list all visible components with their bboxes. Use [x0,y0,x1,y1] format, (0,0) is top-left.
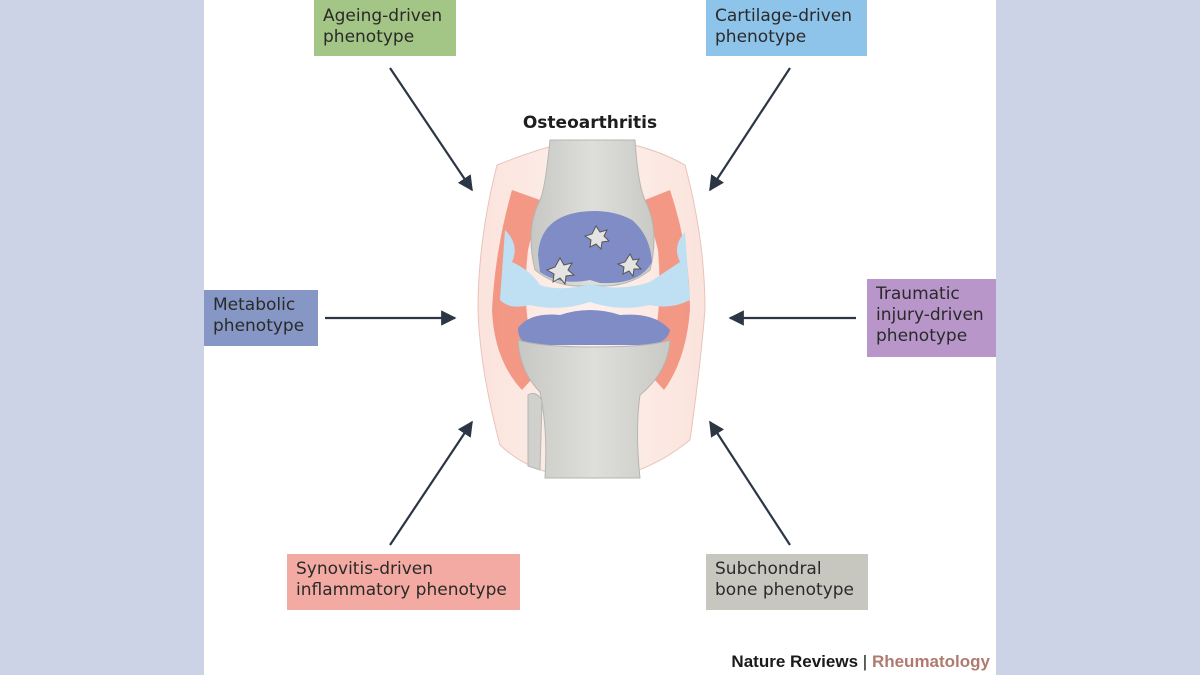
tibia-bone [517,339,671,479]
arrows [325,67,856,546]
fibula-bone [527,392,543,471]
box-line: bone phenotype [715,580,855,600]
synovial-fluid [500,230,690,308]
box-line: phenotype [876,326,968,346]
journal-subject: Rheumatology [871,652,990,671]
box-line: Ageing-driven [323,6,443,26]
arrow-cartilage [709,67,791,192]
cartilage-phenotype-box: Cartilage-driven phenotype [706,0,867,56]
arrow-subchondral [709,420,791,546]
box-line: inflammatory phenotype [296,580,507,600]
arrow-synovitis [389,420,473,546]
subchondral-phenotype-box: Subchondral bone phenotype [706,554,868,610]
metabolic-phenotype-box: Metabolic phenotype [204,290,318,346]
box-line: phenotype [323,27,415,47]
box-line: Traumatic [876,284,960,304]
arrow-ageing [389,67,473,192]
credit-separator: | [862,652,868,671]
ageing-phenotype-box: Ageing-driven phenotype [314,0,456,56]
box-line: phenotype [213,316,305,336]
traumatic-phenotype-box: Traumatic injury-driven phenotype [867,279,996,357]
journal-credit: Nature Reviews | Rheumatology [731,652,990,672]
box-line: injury-driven [876,305,984,325]
lower-cartilage [518,310,670,345]
box-line: Synovitis-driven [296,559,433,579]
box-line: phenotype [715,27,807,47]
cartilage-defects [545,225,643,286]
box-line: Cartilage-driven [715,6,852,26]
synovitis-phenotype-box: Synovitis-driven inflammatory phenotype [287,554,520,610]
journal-name: Nature Reviews [731,652,859,671]
box-line: Metabolic [213,295,296,315]
box-line: Subchondral [715,559,822,579]
diagram-title: Osteoarthritis [522,113,658,133]
